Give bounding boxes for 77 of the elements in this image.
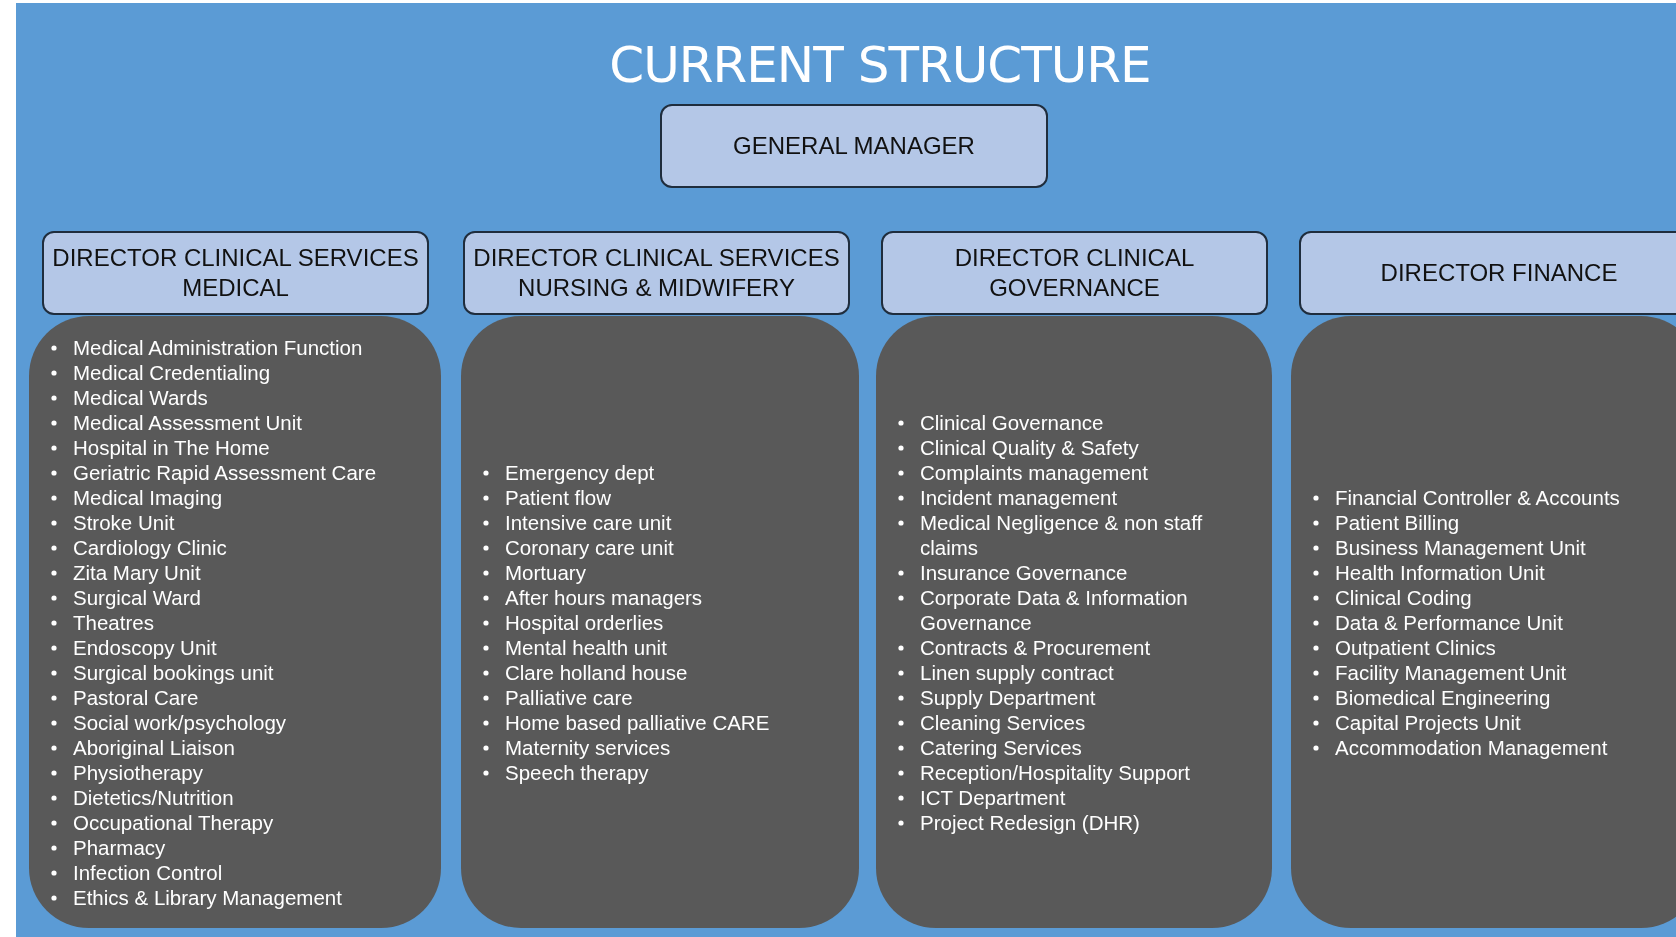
- list-item: Reception/Hospitality Support: [920, 760, 1191, 784]
- list-item: Surgical Ward: [73, 585, 201, 609]
- list-item: Incident management: [920, 485, 1118, 509]
- list-item: Occupational Therapy: [73, 810, 274, 834]
- list-item: Insurance Governance: [920, 560, 1128, 584]
- list-item: Pharmacy: [73, 835, 166, 859]
- list-item: Patient flow: [505, 485, 611, 509]
- list-item: Intensive care unit: [505, 510, 672, 534]
- list-item: Surgical bookings unit: [73, 660, 274, 684]
- list-item: Medical Imaging: [73, 485, 223, 509]
- list-item: Facility Management Unit: [1335, 660, 1567, 684]
- department-panel: [1291, 316, 1676, 928]
- list-item: Biomedical Engineering: [1335, 685, 1551, 709]
- list-item: Catering Services: [920, 735, 1082, 759]
- list-item: Pastoral Care: [73, 685, 199, 709]
- list-item: Coronary care unit: [505, 535, 674, 559]
- title: CURRENT STRUCTURE: [608, 36, 1152, 94]
- list-item: Theatres: [73, 610, 154, 634]
- list-item: Clinical Coding: [1335, 585, 1472, 609]
- list-item: Clinical Quality & Safety: [920, 435, 1139, 459]
- list-item: Emergency dept: [505, 460, 655, 484]
- role-title: DIRECTOR CLINICAL SERVICES NURSING & MIDWIFERY: [472, 243, 841, 303]
- list-item: Medical Credentialing: [73, 360, 271, 384]
- list-item: Zita Mary Unit: [73, 560, 201, 584]
- role-title: DIRECTOR FINANCE: [1379, 258, 1619, 288]
- list-item: Supply Department: [920, 685, 1096, 709]
- list-item: Hospital in The Home: [73, 435, 270, 459]
- list-item: Medical Administration Function: [73, 335, 363, 359]
- list-item: Ethics & Library Management: [73, 885, 342, 909]
- role-box: [42, 231, 429, 315]
- list-item: Business Management Unit: [1335, 535, 1586, 559]
- list-item: Capital Projects Unit: [1335, 710, 1521, 734]
- list-item: Maternity services: [505, 735, 671, 759]
- list-item: Speech therapy: [505, 760, 649, 784]
- list-item: Geriatric Rapid Assessment Care: [73, 460, 377, 484]
- role-box: [881, 231, 1268, 315]
- list-item: Physiotherapy: [73, 760, 203, 784]
- list-item: Infection Control: [73, 860, 223, 884]
- list-item: Health Information Unit: [1335, 560, 1545, 584]
- list-item: Contracts & Procurement: [920, 635, 1151, 659]
- list-item: Medical Wards: [73, 385, 208, 409]
- list-item: Cardiology Clinic: [73, 535, 227, 559]
- list-item: Financial Controller & Accounts: [1335, 485, 1620, 509]
- list-item: Patient Billing: [1335, 510, 1460, 534]
- list-item: Outpatient Clinics: [1335, 635, 1496, 659]
- list-item: Home based palliative CARE: [505, 710, 770, 734]
- list-item: Corporate Data & Information Governance: [920, 585, 1188, 634]
- role-title: DIRECTOR CLINICAL GOVERNANCE: [953, 243, 1196, 303]
- list-item: Project Redesign (DHR): [920, 810, 1140, 834]
- role-box: [463, 231, 850, 315]
- list-item: Cleaning Services: [920, 710, 1086, 734]
- list-item: Mortuary: [505, 560, 586, 584]
- list-item: Clare holland house: [505, 660, 688, 684]
- list-item: Dietetics/Nutrition: [73, 785, 234, 809]
- role-title: DIRECTOR CLINICAL SERVICES MEDICAL: [51, 243, 420, 303]
- department-panel: [29, 316, 441, 928]
- department-panel: [461, 316, 859, 928]
- role-title: GENERAL MANAGER: [732, 131, 976, 161]
- role-box: [1299, 231, 1676, 315]
- list-item: Accommodation Management: [1335, 735, 1608, 759]
- list-item: Endoscopy Unit: [73, 635, 217, 659]
- list-item: After hours managers: [505, 585, 703, 609]
- list-item: Linen supply contract: [920, 660, 1114, 684]
- list-item: ICT Department: [920, 785, 1066, 809]
- list-item: Stroke Unit: [73, 510, 175, 534]
- list-item: Social work/psychology: [73, 710, 287, 734]
- list-item: Medical Negligence & non staff claims: [920, 510, 1203, 559]
- list-item: Medical Assessment Unit: [73, 410, 302, 434]
- role-box: [660, 104, 1048, 188]
- list-item: Clinical Governance: [920, 410, 1104, 434]
- list-item: Mental health unit: [505, 635, 667, 659]
- department-panel: [876, 316, 1272, 928]
- list-item: Aboriginal Liaison: [73, 735, 235, 759]
- list-item: Hospital orderlies: [505, 610, 664, 634]
- list-item: Palliative care: [505, 685, 633, 709]
- list-item: Data & Performance Unit: [1335, 610, 1563, 634]
- list-item: Complaints management: [920, 460, 1148, 484]
